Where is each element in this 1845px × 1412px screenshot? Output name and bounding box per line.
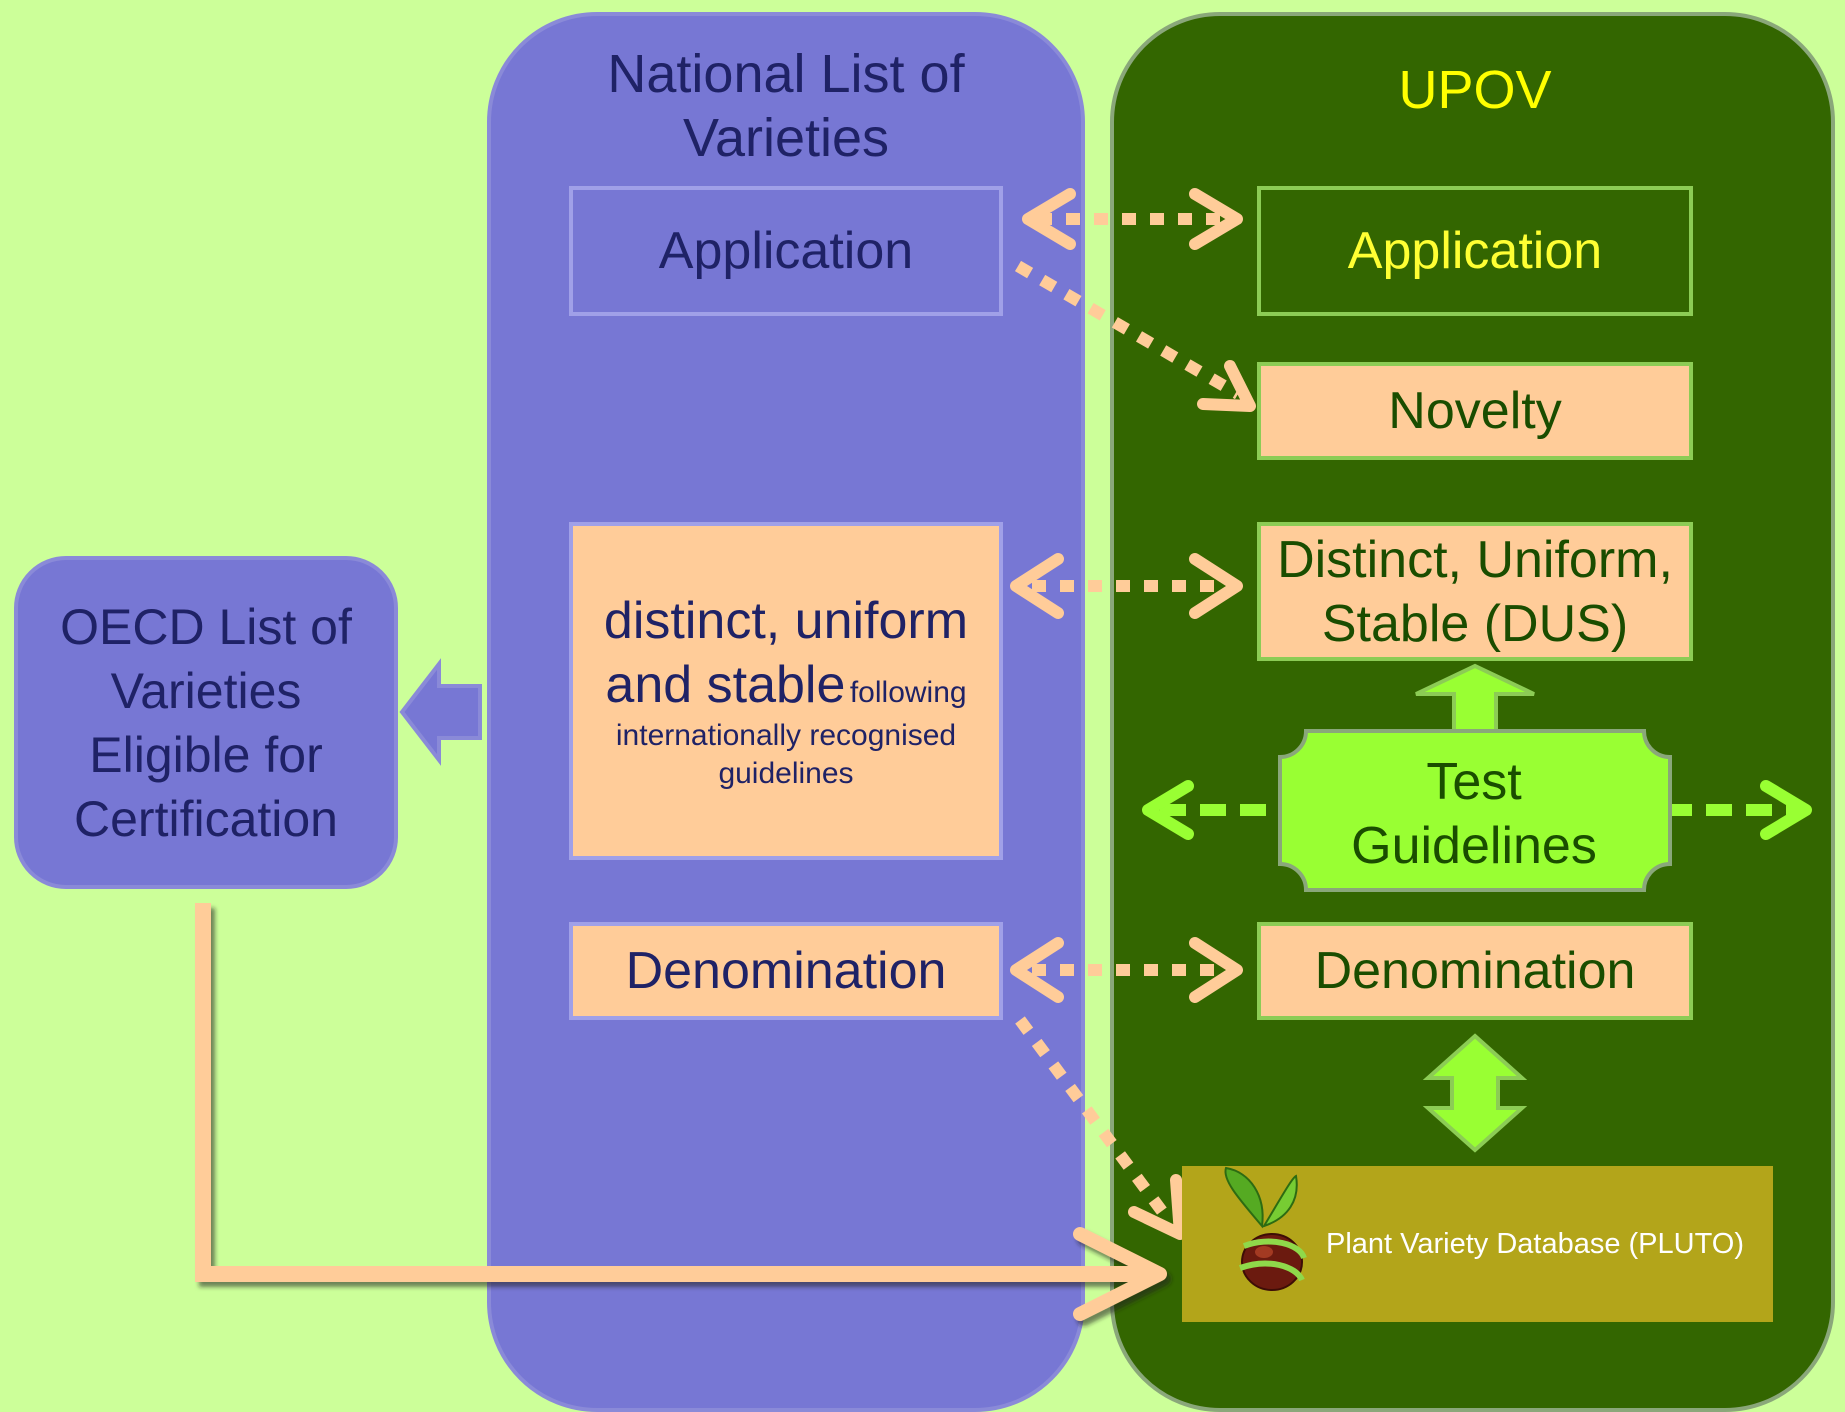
dus-line: Stable (DUS) xyxy=(1321,594,1629,653)
dus-line: Distinct, Uniform, xyxy=(1277,530,1673,589)
national-dus-box: distinct, uniform and stable following i… xyxy=(569,522,1003,860)
test-guidelines-left-arrow xyxy=(1142,780,1288,840)
oecd-line: OECD List of xyxy=(60,598,352,655)
dus-text-line: internationally recognised xyxy=(615,719,957,752)
test-guidelines-shape xyxy=(1278,729,1672,892)
test-guidelines-to-dus-arrow xyxy=(1415,663,1535,735)
upov-application-box: Application xyxy=(1257,186,1693,316)
dus-text-line: and stable following xyxy=(605,653,966,717)
dus-text-line: guidelines xyxy=(718,757,854,790)
oecd-line: Eligible for xyxy=(89,726,323,783)
upov-novelty-box: Novelty xyxy=(1257,362,1693,460)
title-line: National List of xyxy=(607,44,965,104)
test-guidelines-line: Guidelines xyxy=(1351,817,1597,875)
dus-link-arrow xyxy=(1010,553,1243,619)
test-guidelines-right-arrow xyxy=(1666,780,1812,840)
test-guidelines-label: Test Guidelines xyxy=(1282,744,1666,884)
denomination-to-pluto-arrow xyxy=(1015,1016,1186,1240)
title-line: Varieties xyxy=(682,108,890,168)
upov-denomination-box: Denomination xyxy=(1257,922,1693,1020)
test-guidelines-line: Test xyxy=(1426,753,1522,811)
national-application-box: Application xyxy=(569,186,1003,316)
oecd-line: Varieties xyxy=(110,662,302,719)
application-to-novelty-arrow xyxy=(1014,260,1256,412)
pluto-database-label: Plant Variety Database (PLUTO) xyxy=(1326,1228,1744,1260)
oecd-to-pluto-arrow xyxy=(195,903,1167,1321)
oecd-list-box: OECD List of Varieties Eligible for Cert… xyxy=(14,556,398,889)
denomination-link-arrow xyxy=(1010,937,1243,1003)
national-to-oecd-arrow xyxy=(399,658,482,766)
national-denomination-box: Denomination xyxy=(569,922,1003,1020)
application-link-arrow xyxy=(1022,188,1243,250)
dus-text-big: and stable xyxy=(605,656,846,714)
dus-text-small: following xyxy=(849,676,967,709)
denomination-pluto-double-arrow xyxy=(1422,1033,1528,1153)
oecd-line: Certification xyxy=(74,790,338,847)
dus-text-line: distinct, uniform xyxy=(603,592,969,650)
upov-title: UPOV xyxy=(1398,60,1552,120)
connector-layer xyxy=(195,188,1812,1321)
upov-dus-box: Distinct, Uniform, Stable (DUS) xyxy=(1257,522,1693,661)
national-list-title: National List of Varieties xyxy=(520,42,1052,170)
